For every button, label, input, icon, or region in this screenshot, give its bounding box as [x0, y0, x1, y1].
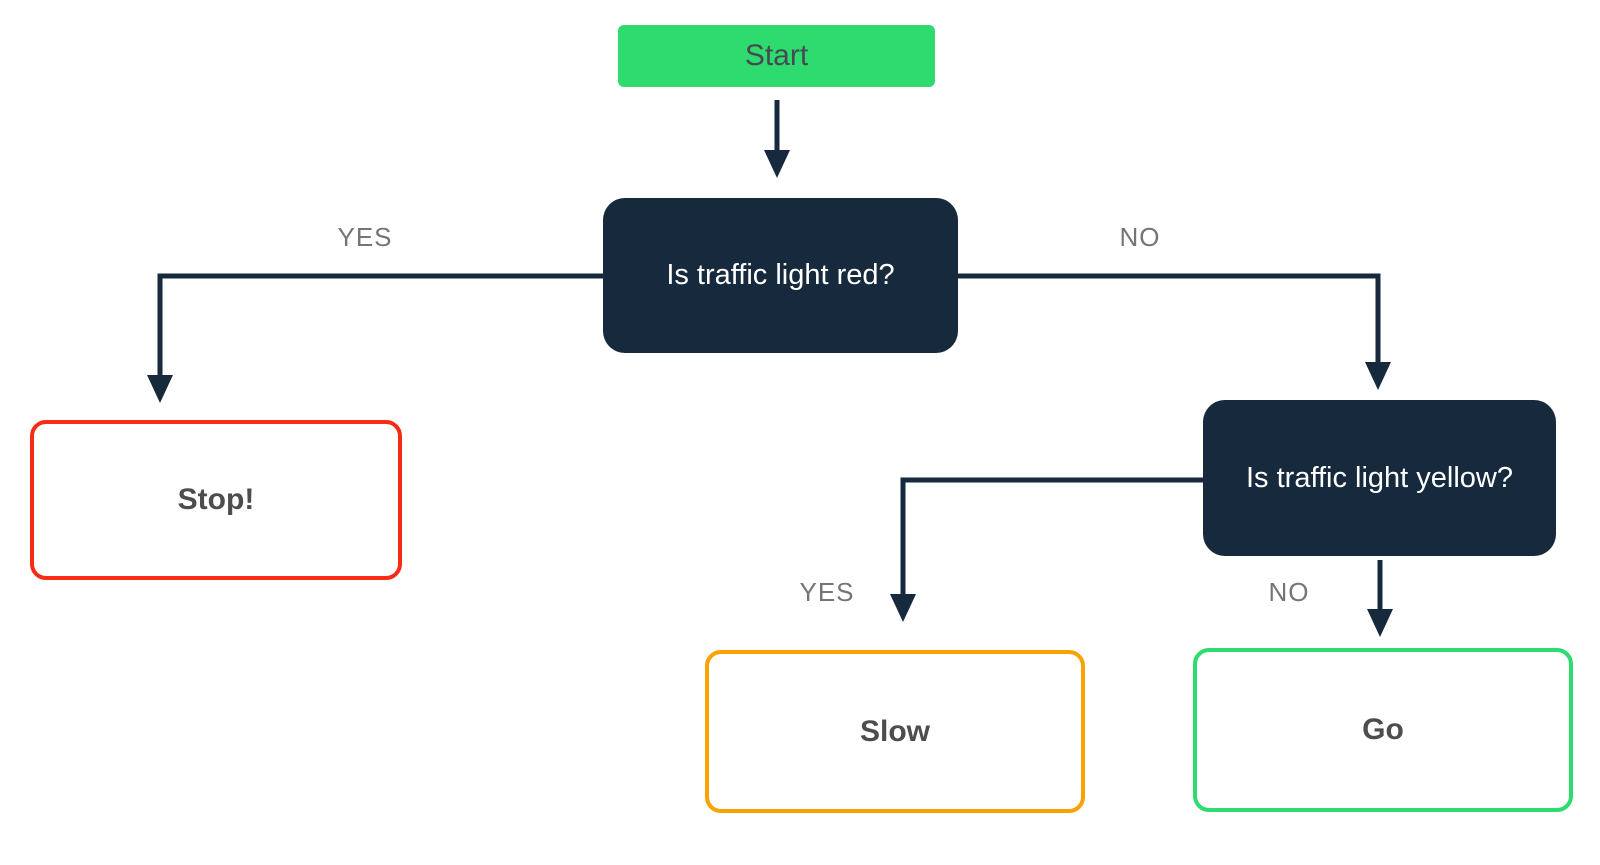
- edge-label-no-yellow: NO: [1119, 222, 1161, 252]
- edge-red-to-yellow: [958, 273, 1381, 364]
- node-slow: Slow: [705, 650, 1085, 813]
- arrowhead-yellow-to-go: [1367, 609, 1393, 637]
- node-decision-yellow: Is traffic light yellow?: [1203, 400, 1556, 556]
- node-decision-red: Is traffic light red?: [603, 198, 958, 353]
- node-go: Go: [1193, 648, 1573, 812]
- edge-label-no-go: NO: [1268, 577, 1310, 607]
- node-slow-label: Slow: [859, 714, 930, 748]
- node-go-label: Go: [1362, 713, 1404, 746]
- arrowhead-red-to-yellow: [1365, 362, 1391, 390]
- edge-label-yes-stop: YES: [337, 222, 393, 252]
- node-stop: Stop!: [30, 420, 402, 580]
- arrowhead-start-to-red: [764, 150, 790, 178]
- arrowhead-yellow-to-slow: [890, 594, 916, 622]
- node-decision-red-label: Is traffic light red?: [666, 259, 895, 291]
- node-decision-yellow-label: Is traffic light yellow?: [1245, 461, 1514, 494]
- edge-red-to-stop: [157, 273, 603, 377]
- edge-yellow-to-slow: [900, 477, 1203, 596]
- edge-label-yes-slow: YES: [799, 577, 855, 607]
- arrowhead-red-to-stop: [147, 375, 173, 403]
- node-start-label: Start: [744, 39, 809, 72]
- node-start: Start: [618, 25, 935, 87]
- node-stop-label: Stop!: [177, 483, 255, 516]
